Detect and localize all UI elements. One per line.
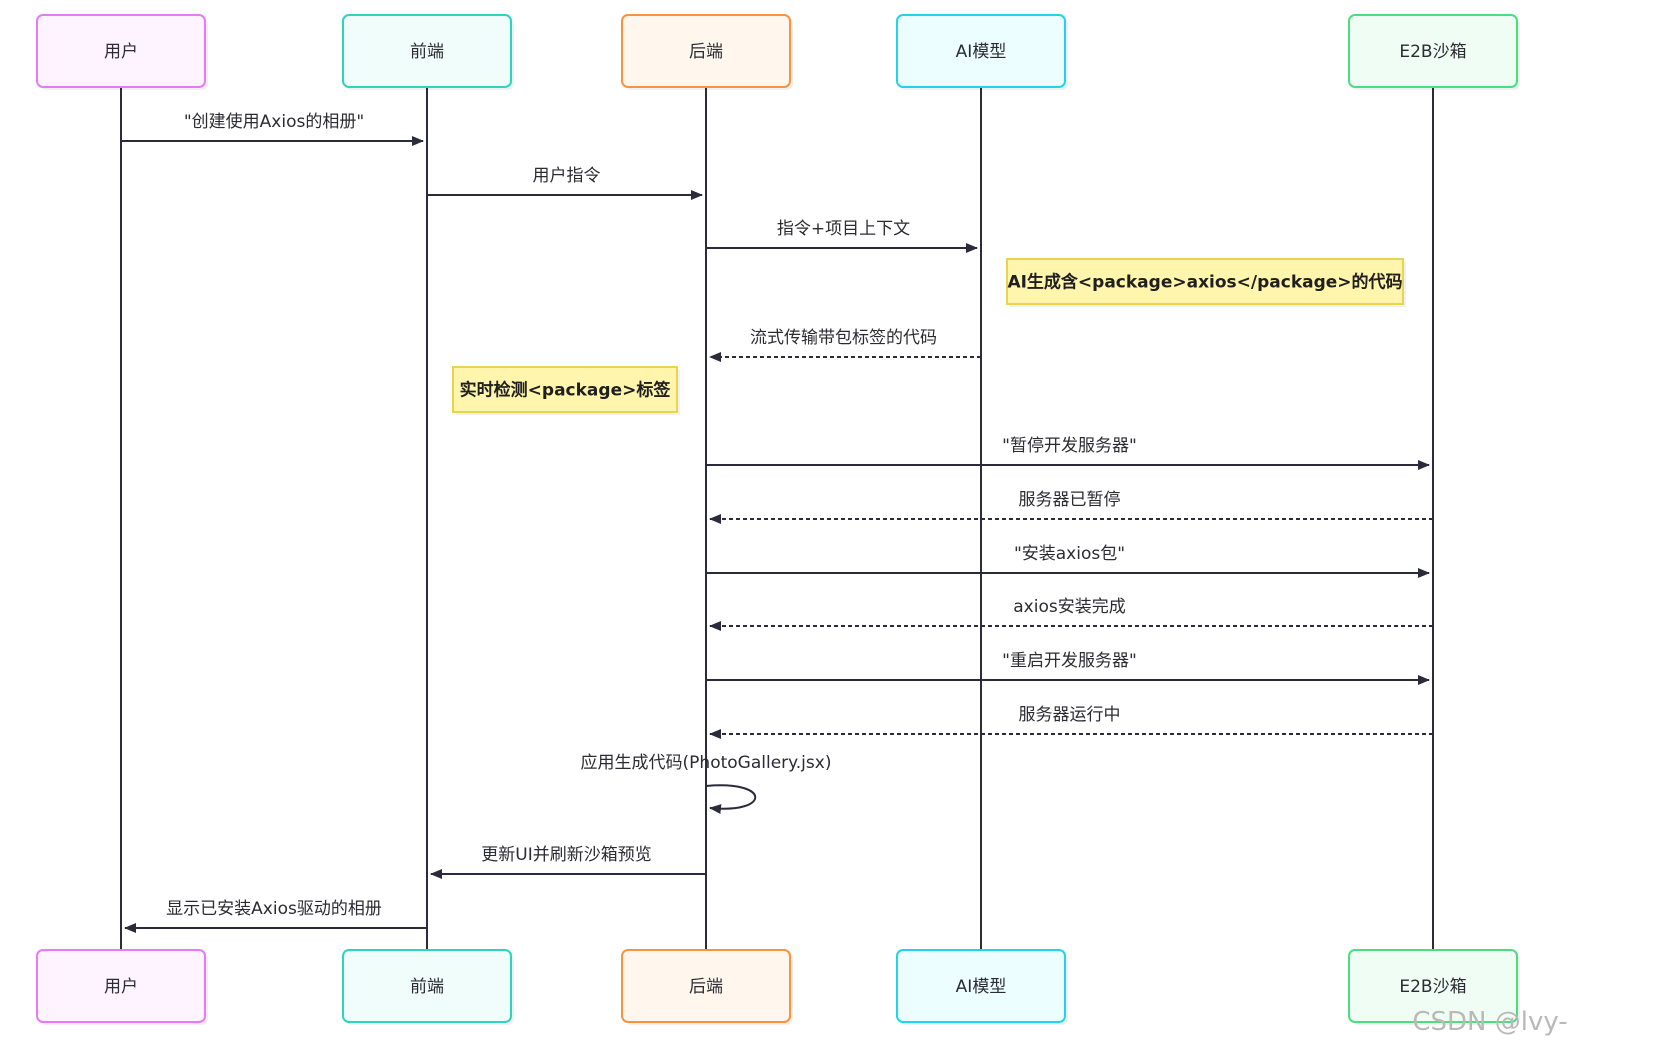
participant-e2b-top: E2B沙箱 (1348, 14, 1520, 90)
note-label: AI生成含<package>axios</package>的代码 (1007, 272, 1402, 293)
message-label: 流式传输带包标签的代码 (750, 328, 937, 348)
message-12: 更新UI并刷新沙箱预览 (430, 845, 706, 879)
message-9: "重启开发服务器" (706, 651, 1430, 685)
message-10: 服务器运行中 (709, 705, 1433, 739)
message-label: 应用生成代码(PhotoGallery.jsx) (581, 753, 832, 773)
participant-user-bottom: 用户 (36, 949, 208, 1025)
participant-label: 后端 (689, 42, 723, 62)
participant-frontend-top: 前端 (342, 14, 514, 90)
participant-label: E2B沙箱 (1399, 42, 1466, 62)
participant-label: E2B沙箱 (1399, 977, 1466, 997)
participant-e2b-bottom: E2B沙箱 (1348, 949, 1520, 1025)
message-8: axios安装完成 (709, 597, 1433, 631)
watermark: CSDN @lvy- (1412, 1007, 1567, 1037)
note-2: 实时检测<package>标签 (452, 366, 680, 415)
participant-label: 用户 (104, 977, 138, 997)
participant-label: 前端 (410, 42, 444, 62)
message-label: 指令+项目上下文 (777, 219, 910, 239)
participant-backend-bottom: 后端 (621, 949, 793, 1025)
participant-label: 后端 (689, 977, 723, 997)
participant-backend-top: 后端 (621, 14, 793, 90)
message-6: 服务器已暂停 (709, 490, 1433, 524)
participant-label: 用户 (104, 42, 138, 62)
message-5: "暂停开发服务器" (706, 436, 1430, 470)
message-13: 显示已安装Axios驱动的相册 (124, 899, 427, 933)
message-label: 更新UI并刷新沙箱预览 (481, 845, 651, 865)
message-label: "重启开发服务器" (1002, 651, 1137, 671)
participant-ai-bottom: AI模型 (896, 949, 1068, 1025)
note-1: AI生成含<package>axios</package>的代码 (1006, 258, 1406, 307)
self-message-loop (705, 784, 757, 815)
participant-ai-top: AI模型 (896, 14, 1068, 90)
message-1: "创建使用Axios的相册" (121, 111, 424, 146)
message-3: 指令+项目上下文 (706, 219, 978, 253)
message-label: "创建使用Axios的相册" (184, 111, 364, 132)
message-label: 显示已安装Axios驱动的相册 (166, 899, 382, 919)
message-label: 用户指令 (533, 166, 601, 186)
message-7: "安装axios包" (706, 544, 1430, 578)
note-label: 实时检测<package>标签 (460, 380, 672, 401)
message-4: 流式传输带包标签的代码 (709, 328, 981, 362)
message-label: 服务器运行中 (1019, 705, 1121, 725)
participant-user-top: 用户 (36, 14, 208, 90)
participant-label: 前端 (410, 977, 444, 997)
message-label: axios安装完成 (1013, 597, 1125, 617)
participant-label: AI模型 (956, 977, 1007, 997)
participant-label: AI模型 (956, 42, 1007, 62)
message-2: 用户指令 (427, 166, 703, 200)
message-label: "安装axios包" (1014, 544, 1125, 564)
message-11: 应用生成代码(PhotoGallery.jsx) (581, 753, 832, 815)
participant-frontend-bottom: 前端 (342, 949, 514, 1025)
message-label: "暂停开发服务器" (1002, 436, 1137, 456)
message-label: 服务器已暂停 (1019, 490, 1121, 510)
